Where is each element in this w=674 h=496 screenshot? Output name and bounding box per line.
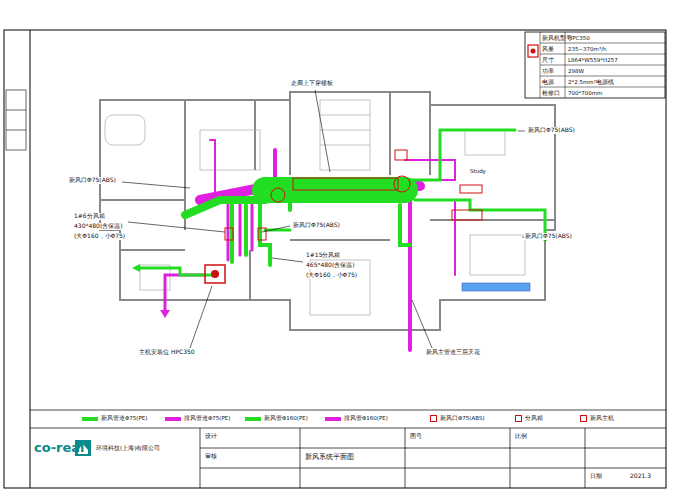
table-cell: 700*700mm [568, 90, 602, 96]
callout-note: 走廊上下穿楼板 [290, 80, 334, 87]
manifold-spec: 430*480(含保温) [73, 223, 124, 230]
manifold-label: 1#15分风箱 [305, 252, 341, 259]
room-name: Study [470, 168, 486, 174]
company-name: 环境科技(上海)有限公司 [96, 445, 160, 451]
table-cell: 298W [568, 68, 584, 74]
legend-item: 排风管Φ160(PE) [325, 415, 388, 422]
outlet-label: 新风口Φ75(ABS) [524, 233, 573, 240]
legend-swatch [515, 415, 522, 422]
callout-note: 新风主管道三层天花 [425, 349, 481, 356]
title-cell: 图号 [410, 433, 422, 440]
title-cell: 2021.3 [630, 473, 651, 480]
table-cell: 新风机型号 [542, 35, 572, 41]
legend-item: 新风主机 [580, 415, 614, 422]
legend-text: 排风管道Φ75(PE) [184, 415, 230, 422]
legend-swatch [580, 415, 587, 422]
legend-text: 排风管Φ160(PE) [344, 415, 388, 422]
company-logo: co-real [34, 441, 85, 456]
manifold-spec: (大Φ160，小Φ75) [305, 272, 358, 279]
legend-item: 分风箱 [515, 415, 543, 422]
title-cell: 设计 [205, 433, 217, 440]
legend-swatch [325, 417, 341, 421]
table-cell: L864*W559*H257 [568, 57, 618, 63]
manifold-spec: 465*480(含保温) [305, 262, 356, 269]
table-cell: 功率 [542, 68, 554, 74]
table-cell: 尺寸 [542, 57, 554, 63]
table-cell: HPC350 [568, 35, 590, 41]
legend-text: 新风口Φ75(ABS) [440, 415, 485, 422]
table-cell: 检修口 [542, 90, 560, 96]
unit-label: 主机安装位 HPC350 [138, 349, 196, 356]
legend-text: 新风管Φ160(PE) [264, 415, 308, 422]
drawing-title: 新风系统平面图 [305, 453, 354, 461]
legend-swatch [245, 417, 261, 421]
manifold-spec: (大Φ160，小Φ75) [73, 233, 126, 240]
legend-item: 新风口Φ75(ABS) [430, 415, 485, 422]
table-cell: 235~370m³/h [568, 46, 607, 52]
outlet-label: 新风口Φ75(ABS) [68, 177, 117, 184]
legend-swatch [430, 415, 437, 422]
legend-item: 新风管道Φ75(PE) [82, 415, 147, 422]
legend-item: 新风管Φ160(PE) [245, 415, 308, 422]
title-cell: 日期 [590, 473, 602, 480]
legend-text: 分风箱 [525, 415, 543, 422]
outlet-label: 新风口Φ75(ABS) [292, 222, 341, 229]
title-cell: 审核 [205, 453, 217, 460]
outlet-label: 新风口Φ75(ABS) [527, 127, 576, 134]
legend-swatch [82, 417, 98, 421]
legend-item: 排风管道Φ75(PE) [165, 415, 230, 422]
manifold-label: 1#6分风箱 [73, 213, 106, 220]
legend-text: 新风管道Φ75(PE) [101, 415, 147, 422]
legend-text: 新风主机 [590, 415, 614, 422]
table-cell: 电源 [542, 79, 554, 85]
title-cell: 比例 [515, 433, 527, 440]
table-cell: 风量 [542, 46, 554, 52]
table-cell: 2*2.5mm²电源线 [568, 79, 614, 85]
legend-swatch [165, 417, 181, 421]
